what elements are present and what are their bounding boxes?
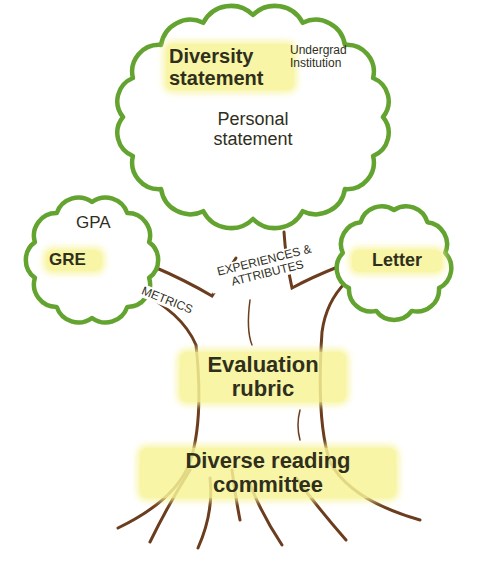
crown-text: Personal statement <box>193 110 313 150</box>
tree-crown: GPA GRE <box>18 186 166 334</box>
cloud-outline-path <box>117 6 388 228</box>
trunk-label: Evaluation rubric <box>180 352 346 402</box>
crown-text: GPA <box>76 214 126 233</box>
crown-text: Undergrad Institution <box>290 44 364 70</box>
trunk-grain <box>298 410 300 440</box>
branch-label: EXPERIENCES & ATTRIBUTES <box>207 240 326 294</box>
cloud-outline-path <box>26 198 158 323</box>
crown-text: GRE <box>46 250 102 271</box>
crown-text: Letter <box>352 250 442 272</box>
trunk-grain <box>248 300 252 345</box>
tree-crown: Diversity statementUndergrad Institution… <box>108 0 398 234</box>
tree-crown: Letter <box>330 198 458 326</box>
crown-text: Diversity statement <box>166 44 294 90</box>
root-label: Diverse reading committee <box>140 448 396 498</box>
cloud-outline-path <box>337 206 452 320</box>
